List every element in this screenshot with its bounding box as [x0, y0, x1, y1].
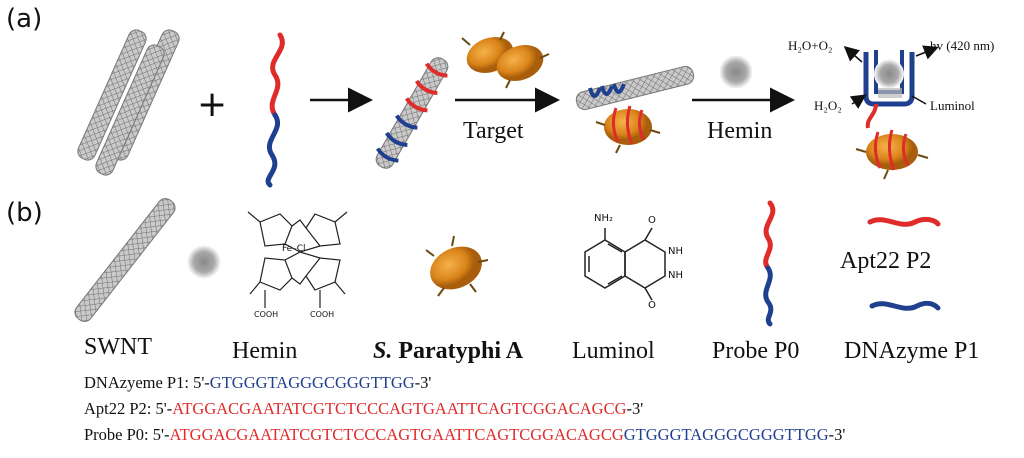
seq-dnazyme-prefix: DNAzyeme P1: 5'-	[84, 373, 210, 392]
probe-strand-icon	[265, 32, 285, 188]
luminol-nh-label-2: NH	[668, 270, 683, 281]
seq-apt: Apt22 P2: 5'-ATGGACGAATATCGTCTCCCAGTGAAT…	[84, 399, 643, 419]
dnazyme-legend-icon	[869, 300, 941, 311]
legend-probe: Probe P0	[712, 338, 800, 364]
hemin-structure-icon	[247, 211, 348, 308]
swnt-bundle-icon	[77, 29, 180, 176]
h2o2-label: H₂O₂	[814, 98, 842, 113]
seq-probe-suffix: -3'	[828, 425, 846, 444]
seq-probe-prefix: Probe P0: 5'-	[84, 425, 170, 444]
seq-dnazyme: DNAzyeme P1: 5'-GTGGGTAGGGCGGGTTGG-3'	[84, 373, 431, 393]
hemin-label-a: Hemin	[707, 118, 773, 144]
panel-label-a: (a)	[6, 4, 43, 34]
apt-legend-icon	[867, 216, 941, 227]
seq-probe: Probe P0: 5'-ATGGACGAATATCGTCTCCCAGTGAAT…	[84, 425, 845, 445]
legend-bacteria: S. Paratyphi A	[373, 338, 523, 365]
seq-probe-bases-blue: GTGGGTAGGGCGGGTTGG	[623, 425, 829, 444]
target-bacteria-icon	[461, 31, 550, 89]
cooh-label-2: COOH	[310, 310, 335, 319]
luminol-structure-icon	[584, 227, 666, 301]
legend-bacteria-genus: S.	[373, 338, 393, 364]
seq-apt-bases: ATGGACGAATATCGTCTCCCAGTGAATTCAGTCGGACAGC…	[172, 399, 627, 418]
luminol-o2-label: O	[648, 300, 656, 311]
probe-legend-icon	[763, 200, 776, 327]
luminol-nh2-label: NH₂	[594, 213, 614, 224]
legend-dnazyme: DNAzyme P1	[844, 338, 980, 364]
wrapped-swnt-icon	[375, 57, 449, 169]
seq-dnazyme-bases: GTGGGTAGGGCGGGTTGG	[209, 373, 415, 392]
luminol-nh-label-1: NH	[668, 246, 683, 257]
hemin-legend-icon	[187, 245, 221, 279]
legend-hemin: Hemin	[232, 338, 298, 364]
h2o-o2-label: H₂O+O₂	[788, 38, 833, 53]
legend-apt: Apt22 P2	[840, 248, 932, 274]
target-label: Target	[463, 118, 524, 144]
plus-sign: +	[197, 84, 228, 125]
legend-swnt: SWNT	[84, 334, 152, 360]
hv-label: hv (420 nm)	[930, 38, 995, 53]
seq-dnazyme-suffix: -3'	[414, 373, 432, 392]
hemin-ball-icon	[719, 55, 753, 89]
bacteria-legend-icon	[425, 235, 489, 297]
dnazyme-complex-icon	[843, 45, 939, 180]
cooh-label-1: COOH	[254, 310, 279, 319]
luminol-label-a: Luminol	[930, 98, 975, 113]
seq-apt-suffix: -3'	[626, 399, 644, 418]
seq-apt-prefix: Apt22 P2: 5'-	[84, 399, 173, 418]
fe-cl-label: Fe–Cl	[282, 244, 306, 254]
swnt-legend-icon	[74, 198, 176, 322]
seq-probe-bases-red: ATGGACGAATATCGTCTCCCAGTGAATTCAGTCGGACAGC…	[169, 425, 624, 444]
legend-luminol: Luminol	[572, 338, 655, 364]
legend-bacteria-species: Paratyphi A	[398, 338, 524, 364]
swnt-target-complex-icon	[575, 65, 695, 154]
panel-label-b: (b)	[6, 198, 43, 228]
luminol-o1-label: O	[648, 215, 656, 226]
